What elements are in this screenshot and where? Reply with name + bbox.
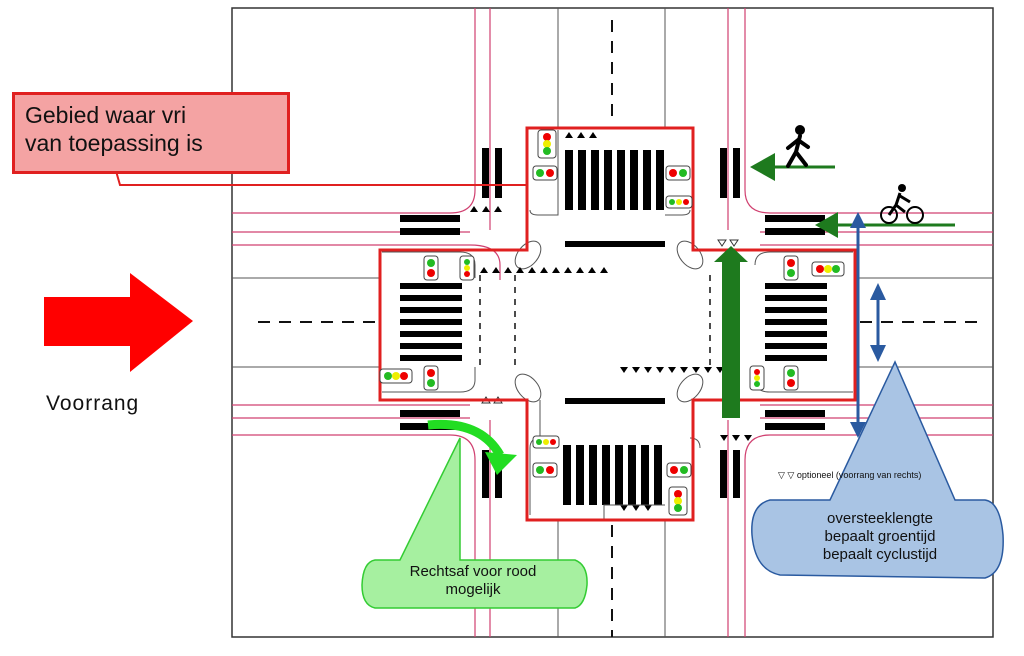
traffic-lights	[379, 129, 845, 516]
crossing-callout-line1: oversteeklengte	[827, 510, 933, 527]
priority-label: Voorrang	[46, 392, 140, 415]
traffic-light-3	[537, 129, 557, 159]
crossing-callout-line3: bepaalt cyclustijd	[822, 546, 938, 563]
zebra-left	[400, 283, 462, 361]
traffic-light-2v	[423, 365, 439, 391]
priority-arrow-icon	[44, 273, 193, 372]
right-turn-line1: Rechtsaf voor rood	[409, 563, 537, 580]
give-way-triangles	[470, 132, 752, 511]
traffic-light-3h	[811, 261, 845, 277]
zebra-right	[765, 283, 827, 361]
waiting-areas	[382, 130, 853, 520]
optional-legend-text: optioneel (voorrang van rechts)	[796, 470, 922, 480]
center-lines	[258, 20, 980, 637]
pedestrian-arrow-icon	[750, 125, 835, 181]
traffic-light-3h	[665, 195, 693, 209]
right-turn-callout-text: Rechtsaf voor rood mogelijk	[362, 563, 584, 599]
zebra-top	[565, 150, 664, 210]
vri-area-line1: Gebied waar vri	[25, 102, 187, 128]
traffic-light-2v	[423, 255, 439, 281]
right-turn-callout	[361, 437, 588, 609]
traffic-light-2	[532, 165, 558, 181]
traffic-light-3v	[459, 255, 475, 281]
traffic-light-2	[666, 462, 692, 478]
traffic-light-3h	[532, 435, 560, 449]
optional-legend: ▽ ▽ optioneel (voorrang van rechts)	[778, 470, 921, 481]
crossing-length-arrows	[850, 212, 886, 438]
traffic-light-2	[665, 165, 691, 181]
right-turn-line2: mogelijk	[445, 581, 501, 598]
traffic-islands	[514, 240, 704, 403]
crossing-callout-text: oversteeklengte bepaalt groentijd bepaal…	[760, 510, 1000, 564]
vri-area-outline	[378, 126, 857, 522]
traffic-light-3v	[749, 365, 765, 391]
vri-area-line2: van toepassing is	[25, 130, 203, 156]
through-arrow-icon	[714, 246, 748, 418]
traffic-light-2	[532, 462, 558, 478]
right-turn-arrow-icon	[427, 419, 504, 458]
crossing-callout-line2: bepaalt groentijd	[824, 528, 936, 545]
right-turn-arrowhead-icon	[485, 452, 517, 475]
traffic-light-2v	[783, 365, 799, 391]
crossing-length-callout	[751, 360, 1004, 579]
vri-area-callout: Gebied waar vri van toepassing is	[12, 92, 290, 174]
zebra-bottom	[563, 445, 662, 505]
traffic-light-2v	[783, 255, 799, 281]
traffic-light-3	[668, 486, 688, 516]
optional-legend-symbol: ▽ ▽	[778, 470, 795, 480]
road-edges	[232, 8, 993, 637]
traffic-light-3h	[379, 368, 413, 384]
